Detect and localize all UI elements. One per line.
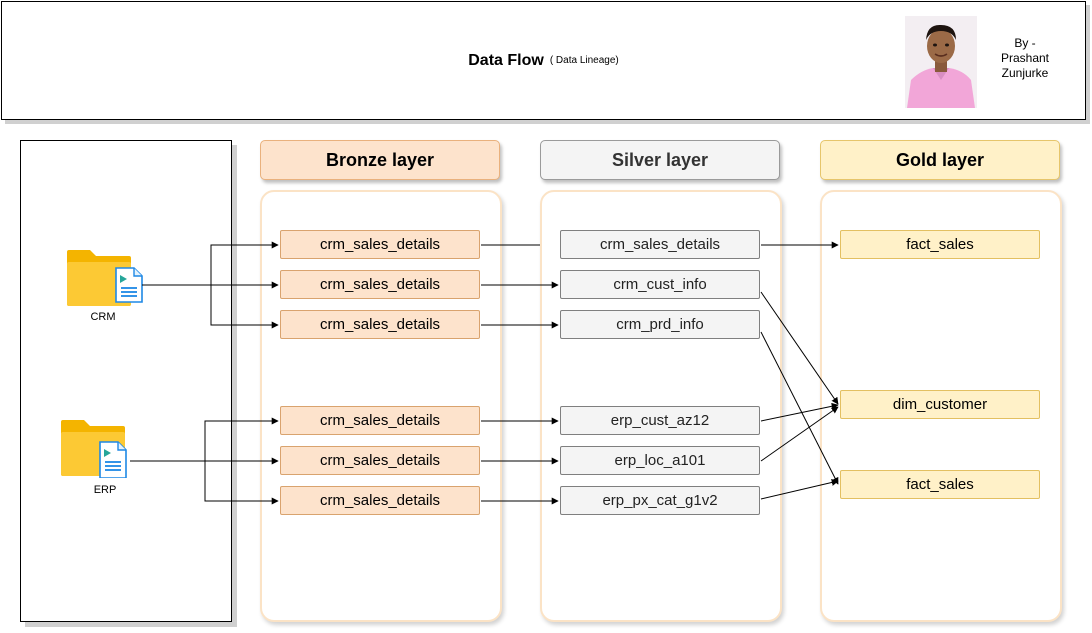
sources-panel	[20, 140, 232, 622]
crm-folder-icon	[66, 248, 146, 313]
bronze-table-node: crm_sales_details	[280, 406, 480, 435]
bronze-table-node: crm_sales_details	[280, 310, 480, 339]
bronze-layer-header: Bronze layer	[260, 140, 500, 180]
author-byline: By - Prashant Zunjurke	[987, 36, 1063, 81]
erp-folder-icon	[60, 418, 140, 483]
gold-layer-header: Gold layer	[820, 140, 1060, 180]
title-group: Data Flow ( Data Lineage)	[2, 2, 1085, 119]
page-title: Data Flow	[468, 51, 544, 69]
bronze-table-node: crm_sales_details	[280, 230, 480, 259]
bronze-table-node: crm_sales_details	[280, 486, 480, 515]
silver-table-node: erp_px_cat_g1v2	[560, 486, 760, 515]
silver-table-node: erp_cust_az12	[560, 406, 760, 435]
page-subtitle: ( Data Lineage)	[549, 55, 619, 66]
silver-table-node: crm_sales_details	[560, 230, 760, 259]
silver-layer-header: Silver layer	[540, 140, 780, 180]
crm-source-label: CRM	[90, 311, 116, 323]
erp-source-label: ERP	[93, 484, 117, 496]
author-by-label: By -	[1014, 36, 1036, 50]
bronze-table-node: crm_sales_details	[280, 270, 480, 299]
silver-table-node: erp_loc_a101	[560, 446, 760, 475]
author-last-name: Zunjurke	[1001, 66, 1049, 80]
author-photo	[905, 16, 977, 108]
silver-table-node: crm_cust_info	[560, 270, 760, 299]
silver-table-node: crm_prd_info	[560, 310, 760, 339]
header-banner: Data Flow ( Data Lineage) By - Prashant …	[1, 1, 1086, 120]
author-first-name: Prashant	[1000, 51, 1050, 65]
gold-table-node: fact_sales	[840, 470, 1040, 499]
gold-table-node: fact_sales	[840, 230, 1040, 259]
gold-table-node: dim_customer	[840, 390, 1040, 419]
bronze-table-node: crm_sales_details	[280, 446, 480, 475]
